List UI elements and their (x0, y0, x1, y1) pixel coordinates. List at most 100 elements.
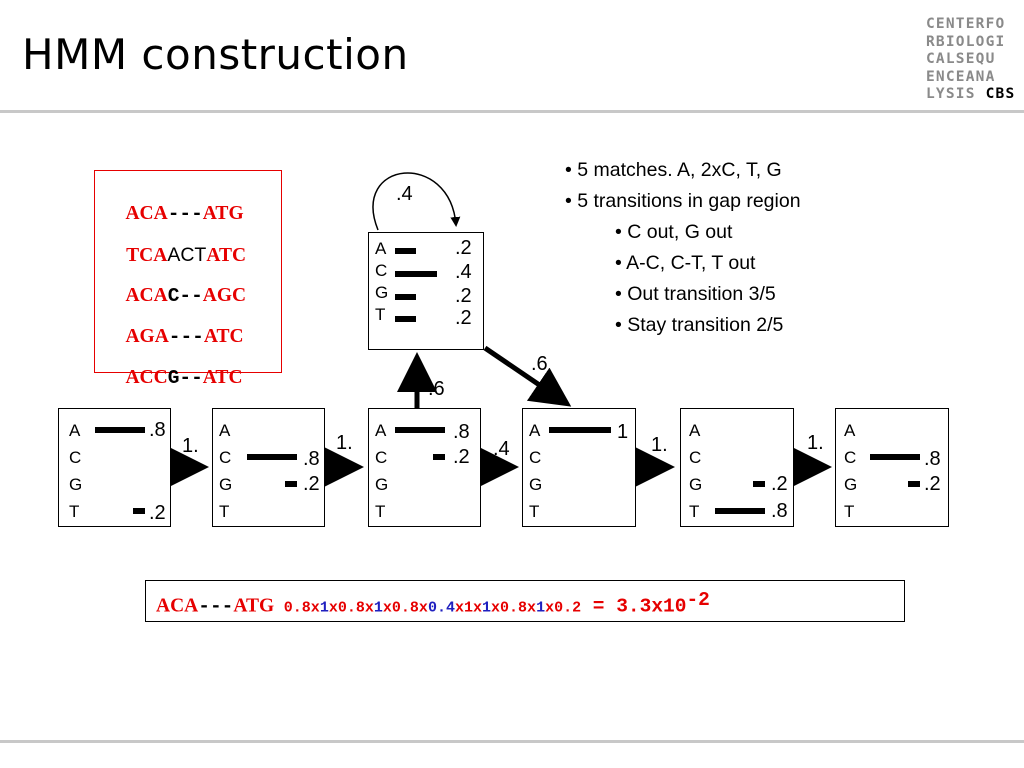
emission-bar (433, 454, 445, 460)
transition-prob-1: 1. (182, 435, 199, 457)
match-state-3: A C G T .8 .2 (368, 408, 481, 527)
logo-line: CALSEQU (926, 51, 996, 67)
nucleotide-label-a: A (219, 421, 231, 440)
transition-prob-3: .4 (493, 438, 510, 460)
calc-factor: 0.2 (554, 599, 582, 617)
seq-part: ATG (202, 203, 244, 224)
emission-bar (715, 508, 765, 514)
emission-value: .4 (455, 261, 472, 283)
top-divider (0, 110, 1024, 113)
seq-part: C-- (167, 285, 203, 307)
logo-line: RBIOLOGI (926, 33, 1006, 50)
emission-value: .8 (924, 448, 941, 470)
emission-bar (133, 508, 145, 514)
calc-factor: x (310, 599, 320, 617)
emission-value: .2 (303, 473, 320, 495)
calc-result: = 3.3x10 (581, 595, 687, 618)
calc-factor: x (545, 599, 555, 617)
nucleotide-label-g: G (375, 283, 389, 302)
nucleotide-label-t: T (529, 502, 540, 521)
calc-factor: x (472, 599, 482, 617)
transition-prob-from-insert: .6 (531, 353, 548, 375)
logo-line-text: LYSIS (926, 86, 976, 102)
nucleotide-label-c: C (375, 261, 388, 280)
calc-factor: x (491, 599, 501, 617)
calc-seq: ACA (156, 595, 199, 617)
logo-line: CENTERFO (926, 16, 1006, 32)
emission-bar (395, 248, 416, 254)
seq-part: G-- (167, 367, 203, 389)
emission-value: .8 (149, 419, 166, 441)
seq-part: AGC (202, 285, 247, 306)
logo-line: ENCEANA (926, 68, 996, 85)
emission-value: .8 (303, 448, 320, 470)
calc-factor: x (454, 599, 464, 617)
emission-value: .2 (453, 446, 470, 468)
self-loop-prob: .4 (396, 183, 413, 205)
emission-value: .2 (771, 473, 788, 495)
nucleotide-label-c: C (375, 448, 388, 467)
bottom-divider (0, 740, 1024, 743)
seq-part: --- (168, 326, 204, 348)
bullet-item: • 5 transitions in gap region (565, 190, 801, 212)
emission-value: .2 (455, 285, 472, 307)
alignment-box: ACA---ATG TCAACTATC ACAC--AGC AGA---ATC … (94, 170, 282, 389)
emission-value: .2 (455, 307, 472, 329)
emission-value: .2 (455, 237, 472, 259)
bullet-subitem: • Out transition 3/5 (615, 283, 776, 305)
bullet-subitem: • C out, G out (615, 221, 733, 243)
emission-value: .8 (771, 500, 788, 522)
calc-exponent: -2 (686, 589, 710, 611)
seq-part: ACA (125, 285, 168, 306)
cbs-logo: CENTERFO RBIOLOGI CALSEQU ENCEANA LYSIS … (926, 16, 1015, 104)
emission-bar (870, 454, 920, 460)
transition-prob-to-insert: .6 (428, 378, 445, 400)
nucleotide-label-t: T (219, 502, 230, 521)
nucleotide-label-a: A (529, 421, 541, 440)
calc-factor: x (527, 599, 537, 617)
nucleotide-label-g: G (375, 475, 389, 494)
calc-factor: 0.8 (283, 599, 311, 617)
emission-bar (908, 481, 920, 487)
nucleotide-label-a: A (375, 421, 387, 440)
nucleotide-label-c: C (529, 448, 542, 467)
transition-arrow-from-insert (483, 345, 572, 407)
seq-part: ACA (125, 203, 168, 224)
emission-value: 1 (617, 421, 629, 443)
emission-bar (753, 481, 765, 487)
calc-factor: 1 (482, 599, 492, 617)
seq-part: AGA (125, 326, 169, 347)
calc-factor: 1 (373, 599, 383, 617)
nucleotide-label-g: G (844, 475, 858, 494)
nucleotide-label-g: G (219, 475, 233, 494)
transition-prob-4: 1. (651, 434, 668, 456)
self-loop-arrow (372, 172, 461, 231)
calculation-line: ACA---ATG 0.8x1x0.8x1x0.8x0.4x1x1x0.8x1x… (156, 589, 710, 617)
emission-bar (395, 316, 416, 322)
nucleotide-label-t: T (69, 502, 80, 521)
bullet-subitem: • A-C, C-T, T out (615, 252, 756, 274)
bullet-list: • 5 matches. A, 2xC, T, G • 5 transition… (565, 155, 801, 341)
logo-cbs: CBS (985, 86, 1016, 102)
emission-bar (395, 271, 437, 277)
nucleotide-label-t: T (689, 502, 700, 521)
emission-bar (95, 427, 145, 433)
nucleotide-label-t: T (844, 502, 855, 521)
calc-seq-gap: --- (198, 595, 234, 618)
match-state-5: A C G T .2 .8 (680, 408, 794, 527)
seq-part: ATC (203, 326, 244, 347)
match-state-2: A C G T .8 .2 (212, 408, 325, 527)
seq-part: --- (167, 203, 203, 225)
seq-part: ACC (125, 367, 168, 388)
seq-part: TCA (126, 245, 168, 266)
emission-bar (247, 454, 297, 460)
alignment-row: ACAC--AGC (107, 263, 246, 329)
nucleotide-label-a: A (844, 421, 856, 440)
nucleotide-label-a: A (375, 239, 387, 258)
transition-prob-5: 1. (807, 432, 824, 454)
emission-bar (395, 427, 445, 433)
alignment-row: ACCG--ATC (107, 345, 242, 411)
calc-factor: 0.8 (337, 599, 365, 617)
calc-factor: 1 (536, 599, 546, 617)
